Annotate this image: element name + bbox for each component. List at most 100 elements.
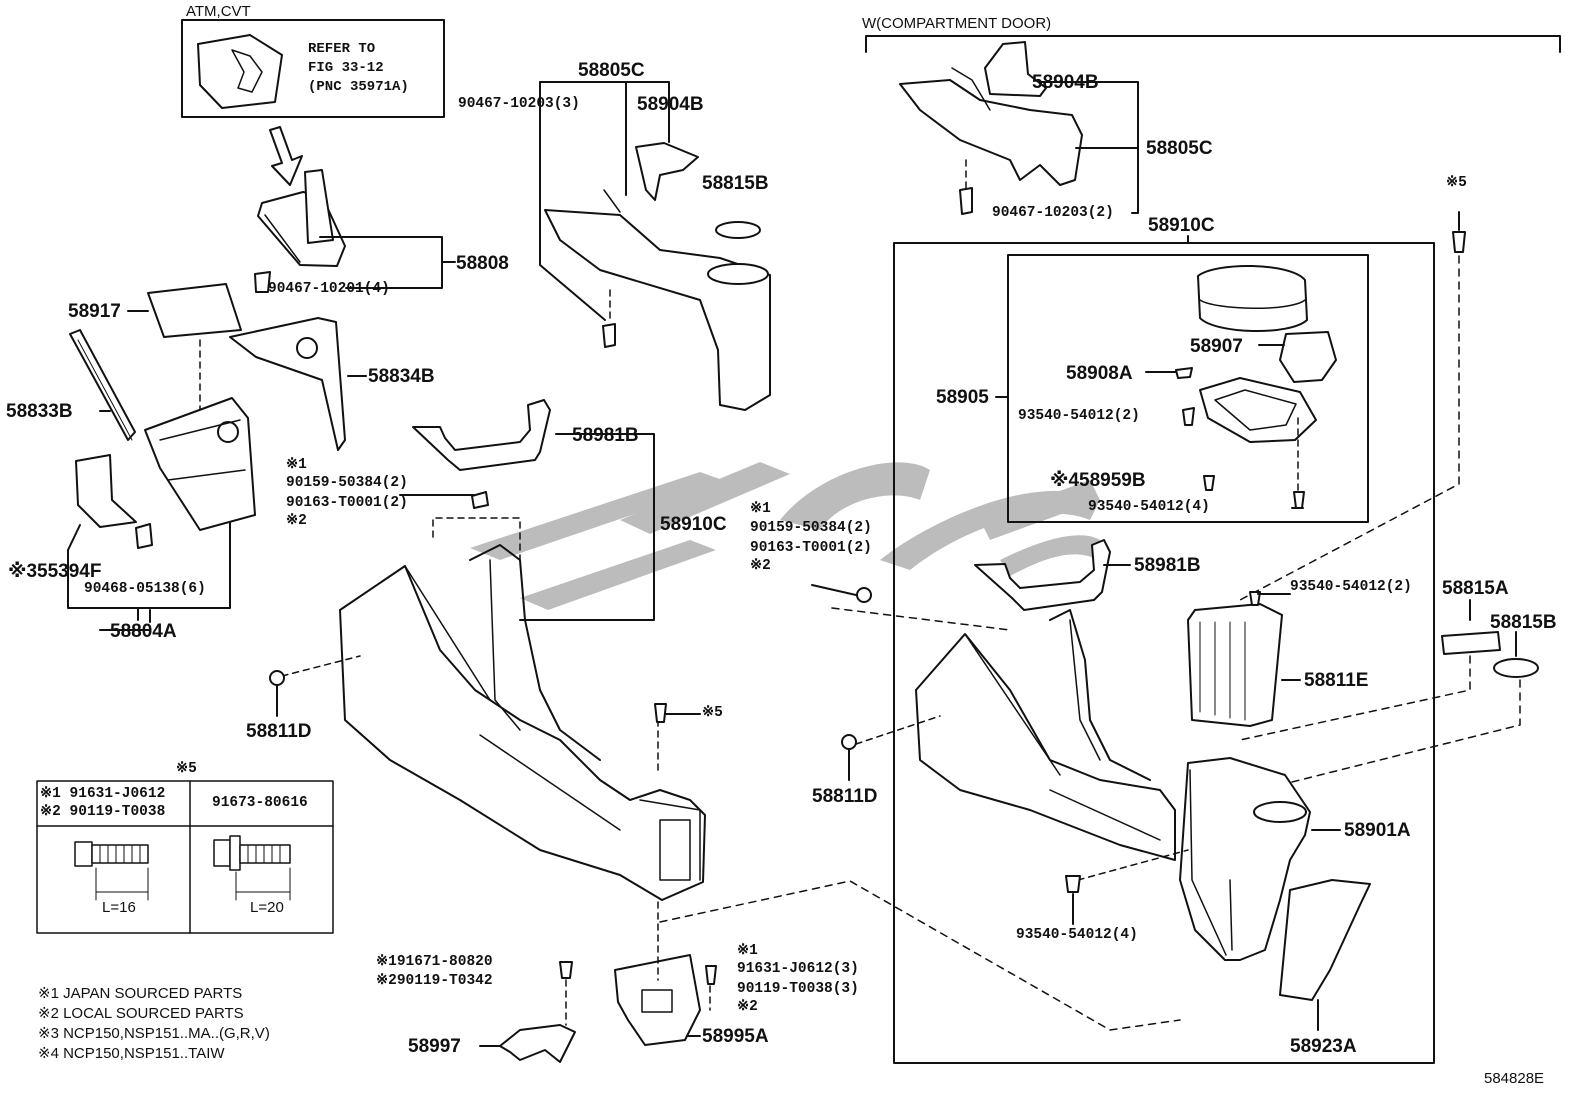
down-arrow-icon (269, 126, 303, 186)
fastener-table-title: ※5 (176, 761, 197, 777)
note-3: ※3 NCP150,NSP151..MA..(G,R,V) (38, 1025, 270, 1042)
label-58981B-a: 58981B (572, 425, 639, 446)
bracket-58995A (614, 954, 701, 1046)
fastener-left-code-2: ※2 90119-T0038 (40, 804, 166, 820)
label-93540-54012-2b: 93540-54012(2) (1290, 579, 1412, 595)
label-58997: 58997 (408, 1036, 461, 1057)
label-58959B: ※458959B (1050, 470, 1146, 491)
label-58907: 58907 (1190, 336, 1243, 357)
label-90163-T0001-a: 90163-T0001(2) (286, 495, 408, 511)
bracket-58981B-b (974, 539, 1111, 611)
note-1: ※1 JAPAN SOURCED PARTS (38, 985, 243, 1002)
label-x1-c: ※1 (737, 943, 758, 959)
label-58923A: 58923A (1290, 1036, 1357, 1057)
label-58908A: 58908A (1066, 363, 1133, 384)
rear-console-58901A (1179, 757, 1311, 961)
fastener-left-length: L=16 (102, 899, 136, 916)
refer-line-2: FIG 33-12 (308, 60, 384, 76)
label-58910C-b: 58910C (1148, 215, 1215, 236)
lid-58905 (1197, 264, 1308, 333)
label-90159-50384-a: 90159-50384(2) (286, 475, 408, 491)
label-x2-a: ※2 (286, 513, 307, 529)
tray-58905 (1199, 377, 1317, 443)
label-90159-50384-b: 90159-50384(2) (750, 520, 872, 536)
label-90119-T0342: ※290119-T0342 (376, 973, 493, 989)
label-58910C-a: 58910C (660, 514, 727, 535)
fastener-left-code-1: ※1 91631-J0612 (40, 786, 166, 802)
label-58804A: 58804A (110, 621, 177, 642)
label-58833B: 58833B (6, 401, 73, 422)
label-58904B-b: 58904B (1032, 72, 1099, 93)
label-58904B-a: 58904B (637, 94, 704, 115)
cover-pad-part (147, 283, 242, 338)
label-58811D-a: 58811D (246, 721, 312, 742)
refer-box (181, 19, 445, 118)
label-x5-a: ※5 (702, 705, 723, 721)
label-58805C-a: 58805C (578, 60, 645, 81)
center-console-58910C-a (339, 544, 706, 901)
upper-console-58805C-a (544, 189, 771, 411)
label-58834B: 58834B (368, 366, 435, 387)
cap-58815B-b (1493, 658, 1539, 678)
upper-console-58805C-b (899, 67, 1083, 215)
label-x5-b: ※5 (1446, 175, 1467, 191)
console-panel-58804A (135, 397, 256, 623)
label-90163-T0001-b: 90163-T0001(2) (750, 540, 872, 556)
mat-55394F (75, 454, 137, 528)
label-90468-05138: 90468-05138(6) (84, 581, 206, 597)
clip-58997 (499, 1024, 576, 1063)
header-compartment-door: W(COMPARTMENT DOOR) (862, 15, 1052, 32)
cover-58904B-b (984, 41, 1047, 97)
refer-line-3: (PNC 35971A) (308, 79, 409, 95)
clip-58811D-a (269, 670, 285, 686)
label-58815B-b: 58815B (1490, 612, 1557, 633)
cap-58815B (715, 221, 761, 239)
label-91671-80820: ※191671-80820 (376, 954, 493, 970)
label-90467-10201: 90467-10201(4) (268, 281, 390, 297)
shift-panel-icon (197, 34, 283, 109)
fastener-right-code: 91673-80616 (212, 795, 308, 811)
refer-text: REFER TO FIG 33-12 (PNC 35971A) (308, 40, 409, 97)
label-58811D-b: 58811D (812, 786, 878, 807)
label-93540-54012-2a: 93540-54012(2) (1018, 408, 1140, 424)
refer-line-1: REFER TO (308, 41, 376, 57)
assembly-box-58910C (893, 242, 1435, 1064)
label-58815B-a: 58815B (702, 173, 769, 194)
label-90467-10203-a: 90467-10203(3) (458, 96, 580, 112)
label-x2-b: ※2 (750, 558, 771, 574)
shift-boot-part (254, 169, 456, 293)
bracket-58981B-a (412, 399, 655, 621)
note-2: ※2 LOCAL SOURCED PARTS (38, 1005, 244, 1022)
trim-58834B (229, 317, 367, 451)
label-x1-b: ※1 (750, 501, 771, 517)
center-console-58910C-b (915, 609, 1176, 861)
label-58905: 58905 (936, 387, 989, 408)
label-58815A: 58815A (1442, 578, 1509, 599)
fastener-table (36, 780, 334, 934)
label-58805C-b: 58805C (1146, 138, 1213, 159)
label-58901A: 58901A (1344, 820, 1411, 841)
diagram-code: 584828E (1484, 1070, 1545, 1087)
label-58917: 58917 (68, 301, 121, 322)
label-93540-54012-4b: 93540-54012(4) (1016, 927, 1138, 943)
label-x2-c: ※2 (737, 999, 758, 1015)
label-93540-54012-4a: 93540-54012(4) (1088, 499, 1210, 515)
cover-58923A (1279, 879, 1371, 1001)
header-atm-cvt: ATM,CVT (186, 3, 251, 20)
label-58808: 58808 (456, 253, 509, 274)
label-58981B-b: 58981B (1134, 555, 1201, 576)
label-91631-J0612: 91631-J0612(3) (737, 961, 859, 977)
pocket-58811E (1187, 603, 1283, 727)
fastener-right-length: L=20 (250, 899, 284, 916)
note-4: ※4 NCP150,NSP151..TAIW (38, 1045, 225, 1062)
assembly-box-58905 (1007, 254, 1369, 523)
label-55394F: ※355394F (8, 561, 102, 582)
clip-58811D-b (841, 734, 857, 750)
label-58995A: 58995A (702, 1026, 769, 1047)
strip-58833B (69, 329, 136, 441)
cover-58904B-a (635, 142, 699, 201)
label-58811E: 58811E (1304, 670, 1369, 691)
label-90467-10203-b: 90467-10203(2) (992, 205, 1114, 221)
